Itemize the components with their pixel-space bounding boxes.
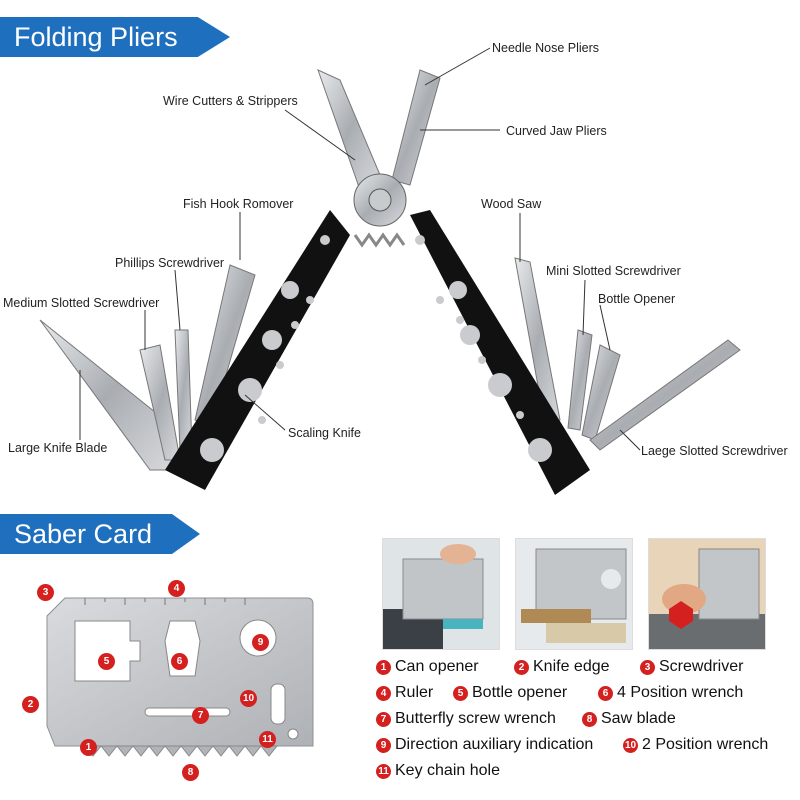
label-fish-hook-remover: Fish Hook Romover [183,197,294,211]
label-wood-saw: Wood Saw [481,197,542,211]
label-medium-slotted-screwdriver: Medium Slotted Screwdriver [3,296,160,310]
card-marker-4: 4 [168,580,185,597]
card-marker-11: 11 [259,731,276,748]
saber-card-illustration [46,597,314,757]
label-wire-cutters: Wire Cutters & Strippers [163,94,298,108]
label-phillips-screwdriver: Phillips Screwdriver [115,256,225,270]
card-marker-5: 5 [98,653,115,670]
label-large-slotted-screwdriver: Laege Slotted Screwdriver [641,444,788,458]
card-marker-2: 2 [22,696,39,713]
card-marker-6: 6 [171,653,188,670]
legend-number-badge: 1 [376,659,391,675]
folding-pliers-illustration [39,69,741,495]
legend-number-badge: 7 [376,711,391,727]
photo-can-opener [382,538,500,650]
card-marker-9: 9 [252,634,269,651]
legend-text: Can opener [395,658,479,675]
legend-number-badge: 11 [376,763,391,779]
legend-text: Screwdriver [659,658,744,675]
label-large-knife-blade: Large Knife Blade [8,441,108,455]
folding-pliers-banner: Folding Pliers [0,17,230,57]
legend-number-badge: 6 [598,685,613,701]
legend-number-badge: 10 [623,737,638,753]
legend-number-badge: 9 [376,737,391,753]
legend-text: Knife edge [533,658,610,675]
legend-text: Ruler [395,684,434,701]
legend-number-badge: 3 [640,659,655,675]
legend-text: 2 Position wrench [642,736,769,753]
legend-text: 4 Position wrench [617,684,744,701]
card-marker-10: 10 [240,690,257,707]
legend-text: Key chain hole [395,762,500,779]
card-marker-8: 8 [182,764,199,781]
photo-knife-edge [515,538,633,650]
label-curved-jaw-pliers: Curved Jaw Pliers [506,124,607,138]
legend-text: Bottle opener [472,684,568,701]
legend-number-badge: 8 [582,711,597,727]
legend-text: Saw blade [601,710,676,727]
legend-text: Direction auxiliary indication [395,736,594,753]
photo-screwdriver [648,538,766,650]
legend-number-badge: 4 [376,685,391,701]
label-scaling-knife: Scaling Knife [288,426,361,440]
label-needle-nose-pliers: Needle Nose Pliers [492,41,599,55]
legend-number-badge: 2 [514,659,529,675]
legend-text: Butterfly screw wrench [395,710,556,727]
label-mini-slotted-screwdriver: Mini Slotted Screwdriver [546,264,681,278]
card-marker-7: 7 [192,707,209,724]
legend-number-badge: 5 [453,685,468,701]
label-bottle-opener: Bottle Opener [598,292,676,306]
pliers-leader-lines [79,47,641,451]
card-marker-1: 1 [80,739,97,756]
saber-card-banner: Saber Card [0,514,200,554]
card-marker-3: 3 [37,584,54,601]
